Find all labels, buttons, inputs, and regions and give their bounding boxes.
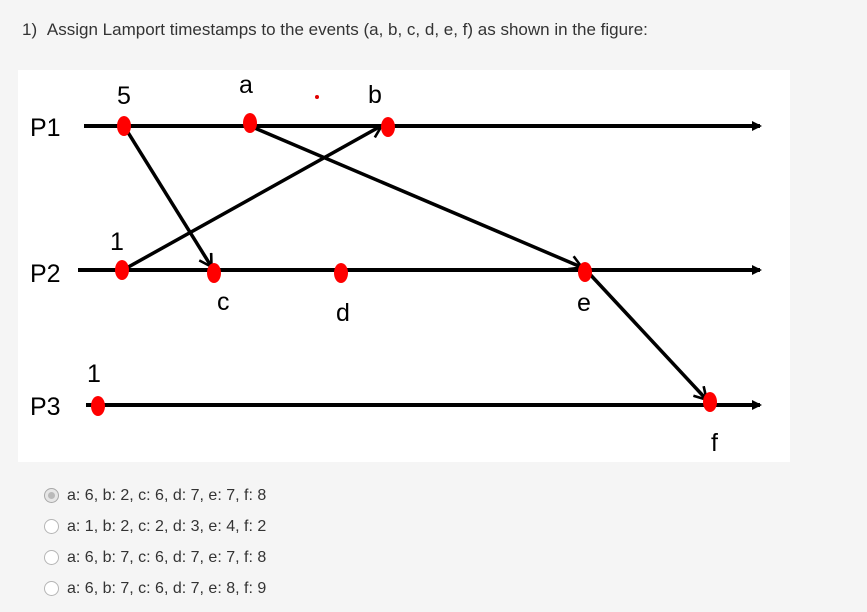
answer-option-label-4[interactable]: a: 6, b: 7, c: 6, d: 7, e: 8, f: 9 bbox=[67, 579, 267, 597]
event-e bbox=[578, 262, 592, 282]
answer-option-label-2[interactable]: a: 1, b: 2, c: 2, d: 3, e: 4, f: 2 bbox=[67, 517, 267, 535]
answer-option-label-3[interactable]: a: 6, b: 7, c: 6, d: 7, e: 7, f: 8 bbox=[67, 548, 267, 566]
event-label-e: e bbox=[577, 289, 591, 317]
event-label-d: d bbox=[336, 299, 350, 327]
event-p1-start bbox=[117, 116, 131, 136]
answer-option-2[interactable]: a: 1, b: 2, c: 2, d: 3, e: 4, f: 2 bbox=[44, 511, 266, 542]
process-label-p3: P3 bbox=[30, 393, 61, 421]
event-d bbox=[334, 263, 348, 283]
event-label-p2-start: 1 bbox=[110, 228, 124, 256]
event-b bbox=[381, 117, 395, 137]
message-a-to-e bbox=[249, 124, 581, 267]
annotation-dot bbox=[315, 95, 319, 99]
radio-button-2[interactable] bbox=[44, 519, 59, 534]
radio-button-3[interactable] bbox=[44, 550, 59, 565]
question-prompt: Assign Lamport timestamps to the events … bbox=[46, 20, 648, 39]
answer-options: a: 6, b: 2, c: 6, d: 7, e: 7, f: 8 a: 1,… bbox=[44, 480, 266, 604]
radio-button-4[interactable] bbox=[44, 581, 59, 596]
event-f bbox=[703, 392, 717, 412]
event-p3-start bbox=[91, 396, 105, 416]
event-c bbox=[207, 263, 221, 283]
event-label-b: b bbox=[368, 81, 382, 109]
lamport-diagram-svg: P1 P2 P3 5 a b 1 c bbox=[30, 71, 762, 457]
question-number: 1) bbox=[22, 20, 38, 39]
process-label-p1: P1 bbox=[30, 114, 61, 142]
answer-option-label-1[interactable]: a: 6, b: 2, c: 6, d: 7, e: 7, f: 8 bbox=[67, 486, 267, 504]
message-p1-to-c bbox=[122, 125, 211, 266]
answer-option-4[interactable]: a: 6, b: 7, c: 6, d: 7, e: 8, f: 9 bbox=[44, 573, 266, 604]
lamport-diagram: P1 P2 P3 5 a b 1 c bbox=[18, 70, 790, 462]
event-label-c: c bbox=[217, 288, 230, 316]
message-e-to-f bbox=[584, 268, 706, 399]
event-p2-start bbox=[115, 260, 129, 280]
event-label-p1-start: 5 bbox=[117, 82, 131, 110]
event-label-a: a bbox=[239, 71, 253, 99]
answer-option-1[interactable]: a: 6, b: 2, c: 6, d: 7, e: 7, f: 8 bbox=[44, 480, 266, 511]
event-a bbox=[243, 113, 257, 133]
event-label-f: f bbox=[711, 429, 718, 457]
event-label-p3-start: 1 bbox=[87, 360, 101, 388]
answer-option-3[interactable]: a: 6, b: 7, c: 6, d: 7, e: 7, f: 8 bbox=[44, 542, 266, 573]
question-text: 1) Assign Lamport timestamps to the even… bbox=[22, 20, 648, 40]
radio-button-1[interactable] bbox=[44, 488, 59, 503]
message-p2-to-b bbox=[122, 126, 381, 272]
process-label-p2: P2 bbox=[30, 260, 61, 288]
